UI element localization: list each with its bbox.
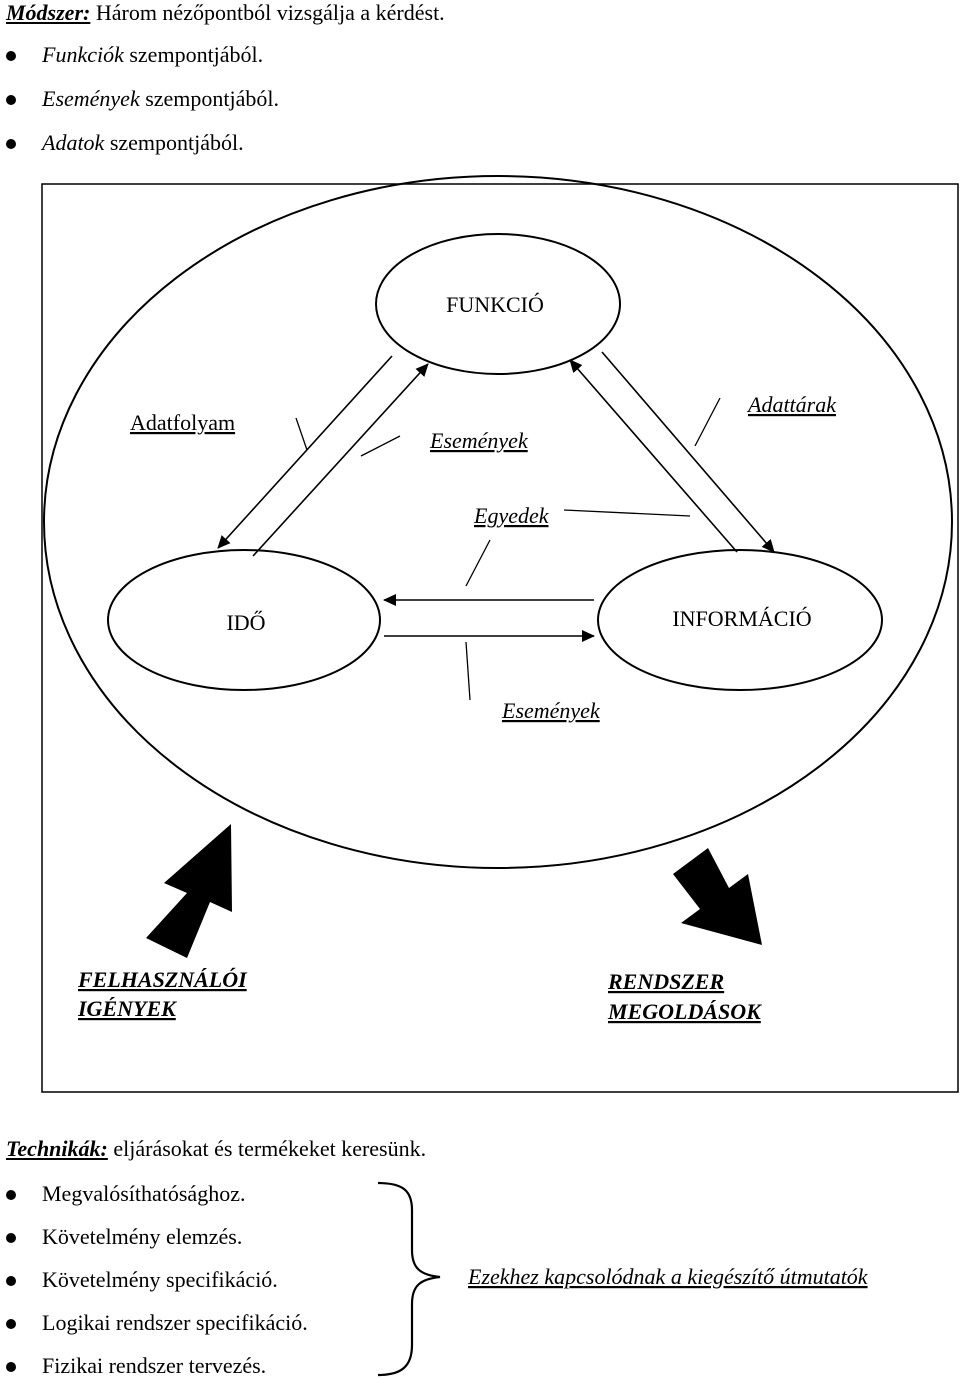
method-item-em: Funkciók <box>42 42 124 67</box>
funkcio-label: FUNKCIÓ <box>446 292 544 317</box>
techniques-item-text: Megvalósíthatósághoz. <box>42 1181 246 1206</box>
techniques-label: Technikák: <box>6 1136 108 1161</box>
adatfolyam-label: Adatfolyam <box>130 410 235 435</box>
techniques-line: Technikák: eljárásokat és termékeket ker… <box>6 1136 426 1162</box>
pointer-adatfolyam <box>295 417 308 451</box>
bullet-icon <box>6 1362 16 1372</box>
pointer-egyedek-right <box>563 509 691 517</box>
method-item-rest: szempontjából. <box>104 130 244 155</box>
techniques-text: eljárásokat és termékeket keresünk. <box>107 1136 427 1161</box>
big-ellipse <box>43 175 953 869</box>
bullet-icon <box>6 1319 16 1329</box>
techniques-item-text: Logikai rendszer specifikáció. <box>42 1310 308 1335</box>
user-needs-line2: IGÉNYEK <box>77 996 177 1021</box>
method-item-rest: szempontjából. <box>139 86 280 111</box>
bullet-icon <box>6 95 16 105</box>
bullet-icon <box>6 139 16 149</box>
system-solutions-line2: MEGOLDÁSOK <box>607 999 762 1024</box>
bullet-icon <box>6 1276 16 1286</box>
bullet-icon <box>6 51 16 61</box>
esemenyek-bottom-label: Események <box>501 698 601 723</box>
system-solutions-arrow-icon <box>673 848 762 945</box>
method-label: Módszer: <box>6 0 91 25</box>
adattarak-label: Adattárak <box>746 392 837 417</box>
pointer-esemenyek-top <box>360 435 401 457</box>
arrow-ido-to-funkcio <box>252 363 429 557</box>
pointer-egyedek-down <box>465 539 491 587</box>
techniques-item-text: Követelmény elemzés. <box>42 1224 243 1249</box>
brace-icon <box>377 1181 441 1377</box>
techniques-item-text: Fizikai rendszer tervezés. <box>42 1353 267 1378</box>
method-item-rest: szempontjából. <box>123 42 264 67</box>
user-needs-line1: FELHASZNÁLÓI <box>77 967 248 992</box>
techniques-note: Ezekhez kapcsolódnak a kiegészítő útmuta… <box>467 1264 869 1289</box>
user-needs-arrow-icon <box>146 824 232 958</box>
egyedek-label: Egyedek <box>473 503 550 528</box>
method-item-em: Események <box>42 86 140 111</box>
arrow-informacio-to-funkcio <box>569 359 738 553</box>
funkcio-node <box>375 233 621 375</box>
informacio-node <box>597 549 883 691</box>
ido-node <box>107 549 381 691</box>
informacio-label: INFORMÁCIÓ <box>672 606 811 631</box>
arrow-funkcio-to-informacio <box>601 351 775 553</box>
bullet-icon <box>6 1190 16 1200</box>
arrow-funkcio-to-ido <box>217 355 393 549</box>
ido-label: IDŐ <box>226 610 265 635</box>
system-solutions-line1: RENDSZER <box>607 969 724 994</box>
method-item-em: Adatok <box>42 130 105 155</box>
bullet-icon <box>6 1233 16 1243</box>
method-text: Három nézőpontból vizsgálja a kérdést. <box>90 0 445 25</box>
esemenyek-top-label: Események <box>429 428 529 453</box>
pointer-esemenyek-bottom <box>465 641 471 701</box>
pointer-adattarak <box>694 397 721 447</box>
techniques-item-text: Követelmény specifikáció. <box>42 1267 278 1292</box>
diagram-frame <box>41 183 959 1093</box>
method-line: Módszer: Három nézőpontból vizsgálja a k… <box>6 0 445 26</box>
